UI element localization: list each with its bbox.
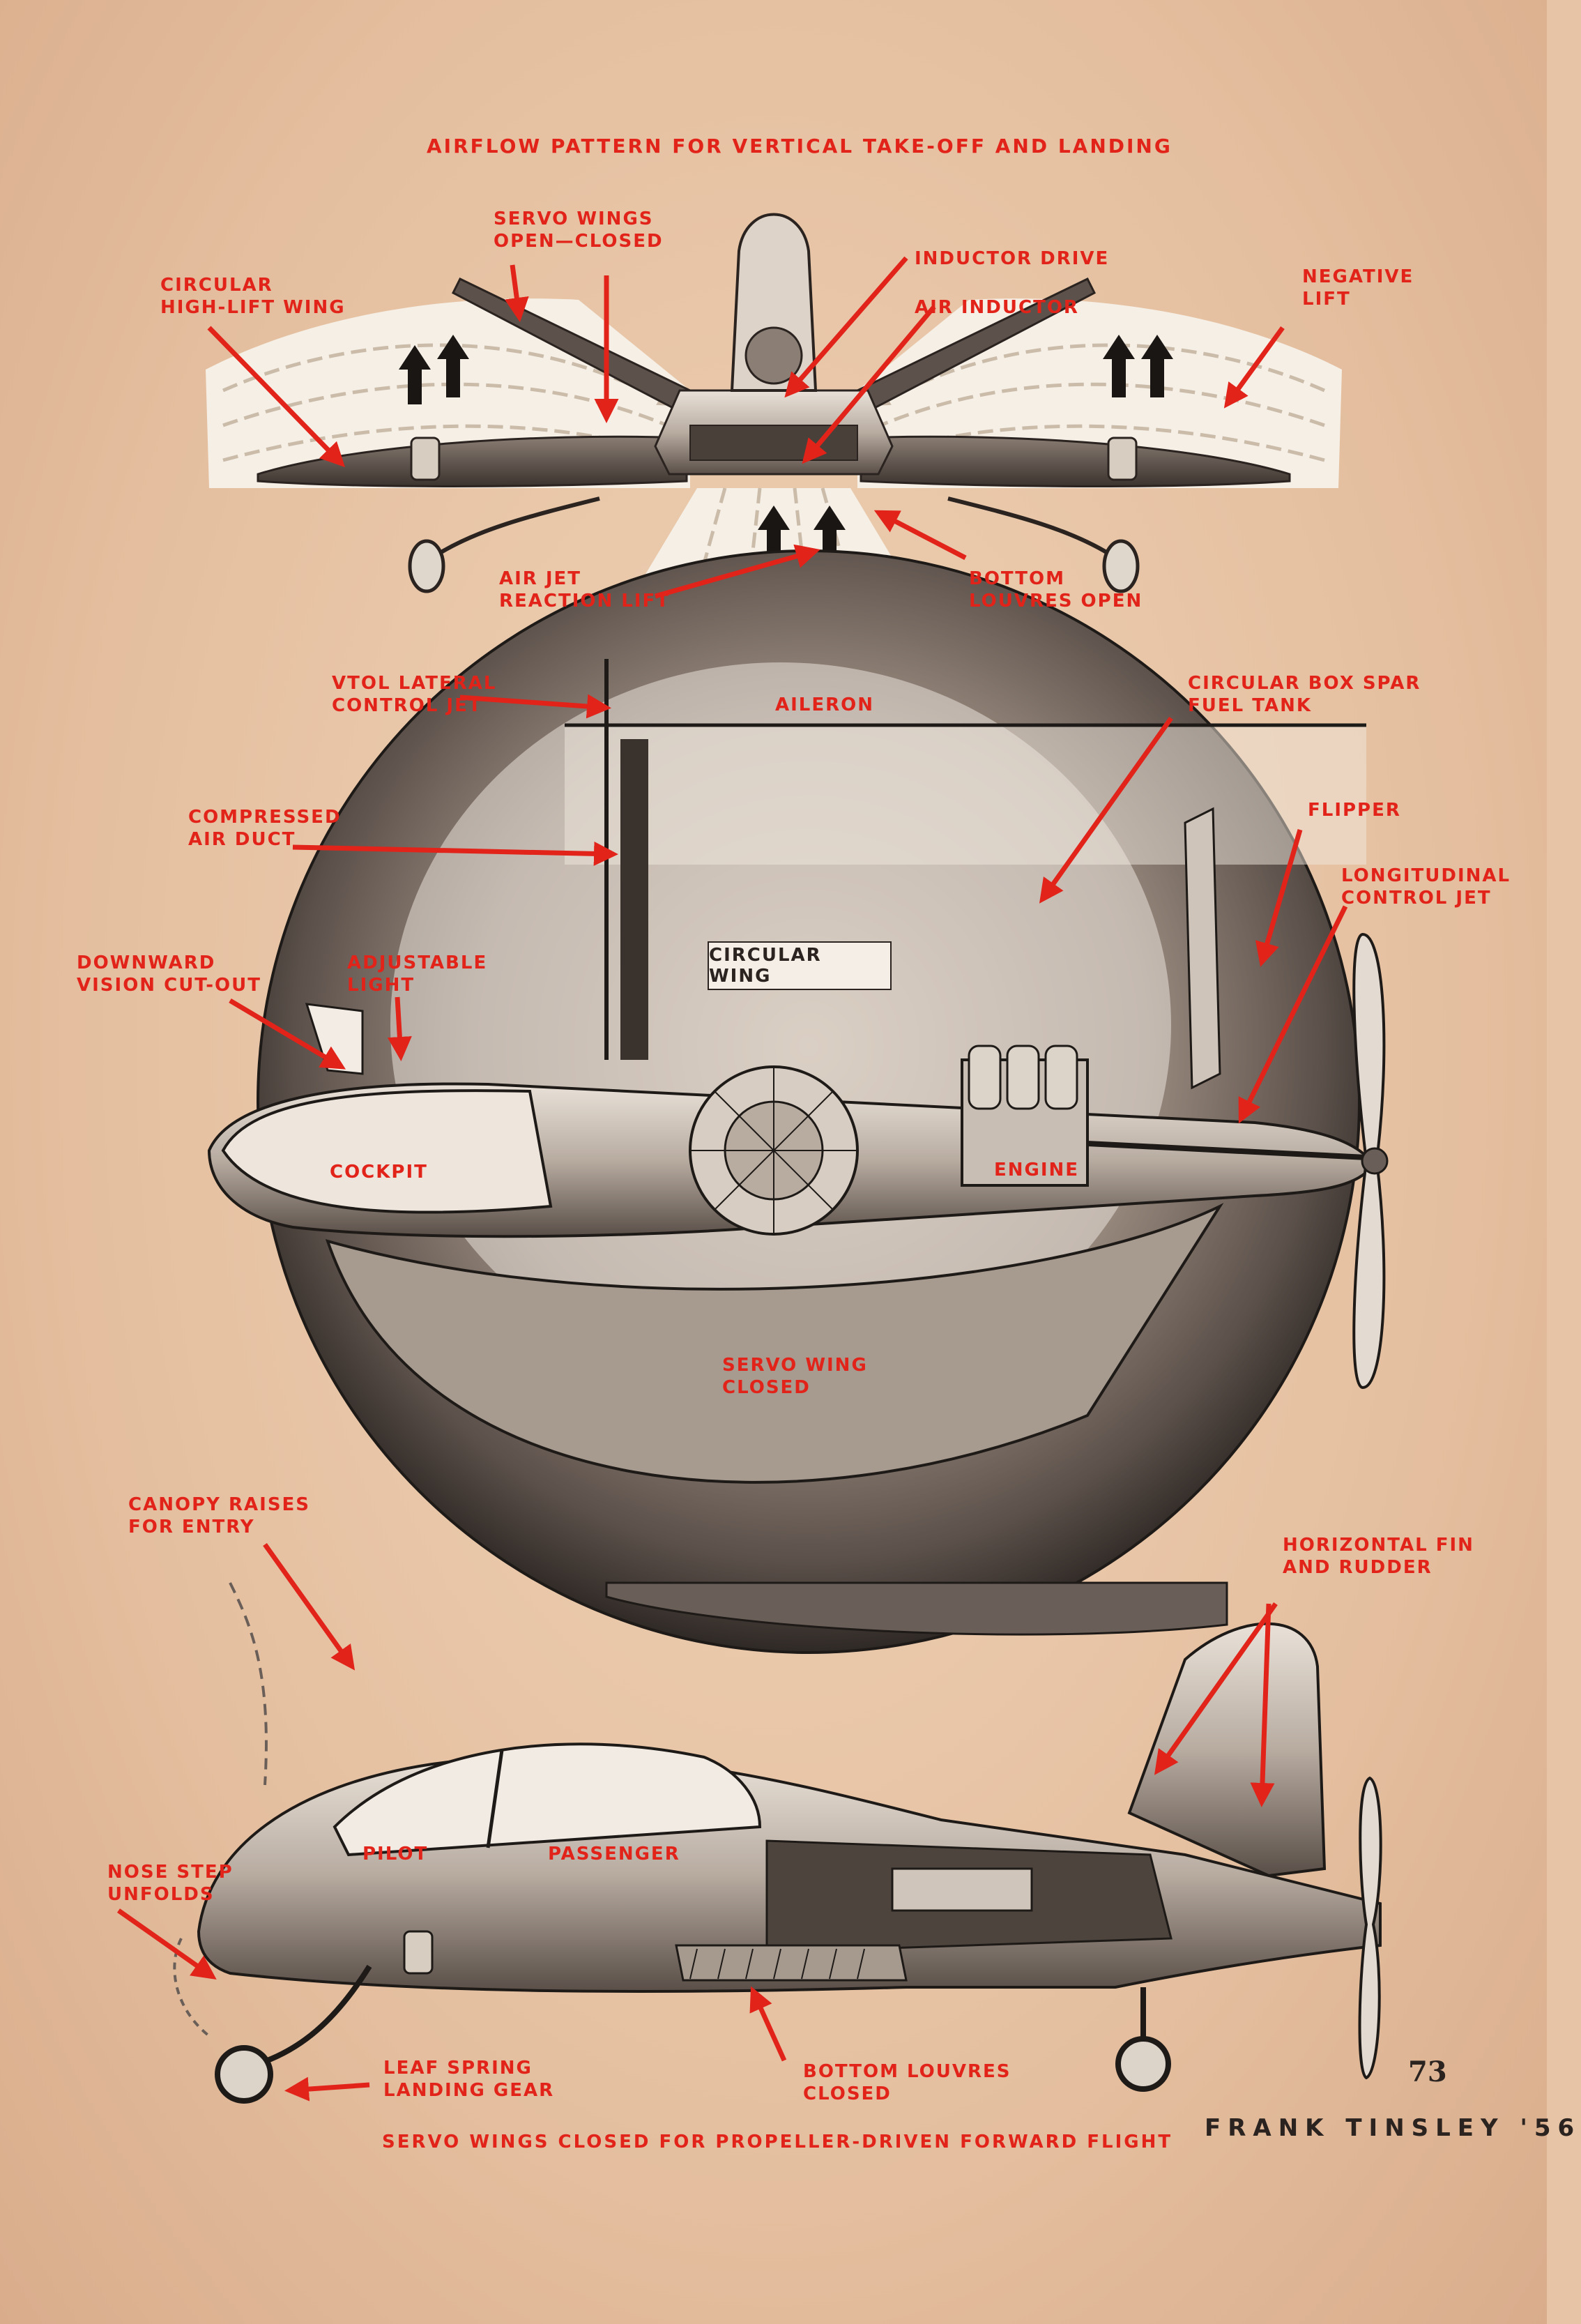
propeller-side <box>1358 1776 1382 2080</box>
label-flipper: FLIPPER <box>1308 800 1401 821</box>
label-servo-wings: SERVO WINGS OPEN—CLOSED <box>494 208 664 252</box>
cutaway-illustration <box>116 213 1389 2104</box>
label-leaf-spring-landing-gear: LEAF SPRING LANDING GEAR <box>383 2058 555 2101</box>
main-wheel <box>1115 2036 1171 2092</box>
aileron <box>565 725 1366 865</box>
wheel-left <box>408 539 445 593</box>
tail-fin <box>1127 1622 1327 1878</box>
label-air-jet-reaction-lift: AIR JET REACTION LIFT <box>499 568 671 612</box>
label-negative-lift: NEGATIVE LIFT <box>1302 266 1414 310</box>
leader-arrows <box>116 256 1348 2102</box>
label-nose-step-unfolds: NOSE STEP UNFOLDS <box>107 1862 234 1905</box>
label-adjustable-light: ADJUSTABLE LIGHT <box>347 952 488 996</box>
artist-signature: FRANK TINSLEY '56 <box>1205 2114 1581 2142</box>
plan-view <box>207 549 1389 1654</box>
label-cockpit: COCKPIT <box>330 1162 428 1183</box>
label-circular-high-lift-wing: CIRCULAR HIGH-LIFT WING <box>160 275 346 318</box>
cockpit-canopy-plan <box>221 1089 553 1214</box>
canopy-side <box>333 1742 762 1857</box>
label-bottom-louvres-closed: BOTTOM LOUVRES CLOSED <box>803 2061 1011 2104</box>
lift-arrows <box>399 335 1173 572</box>
circular-wing-box: CIRCULAR WING <box>708 941 892 990</box>
label-longitudinal-control-jet: LONGITUDINAL CONTROL JET <box>1341 865 1511 909</box>
servo-wing-closed <box>325 1203 1224 1484</box>
label-vtol-lateral-control-jet: VTOL LATERAL CONTROL JET <box>332 673 497 716</box>
label-passenger: PASSENGER <box>548 1844 680 1864</box>
flipper <box>1184 807 1221 1090</box>
label-downward-vision-cut-out: DOWNWARD VISION CUT-OUT <box>77 952 261 996</box>
footer-caption: SERVO WINGS CLOSED FOR PROPELLER-DRIVEN … <box>382 2132 1173 2152</box>
nose-wheel <box>215 2045 273 2104</box>
label-circular-box-spar-fuel-tank: CIRCULAR BOX SPAR FUEL TANK <box>1188 673 1421 716</box>
wheel-right <box>1102 539 1140 593</box>
label-air-inductor: AIR INDUCTOR <box>915 297 1079 318</box>
label-pilot: PILOT <box>362 1844 429 1864</box>
label-servo-wing-closed: SERVO WING CLOSED <box>722 1355 868 1398</box>
label-bottom-louvres-open: BOTTOM LOUVRES OPEN <box>969 568 1143 612</box>
label-canopy-raises: CANOPY RAISES FOR ENTRY <box>128 1494 311 1537</box>
circular-wing-left <box>257 435 688 487</box>
louvres-closed <box>675 1944 908 1982</box>
header-title: AIRFLOW PATTERN FOR VERTICAL TAKE-OFF AN… <box>427 135 1173 158</box>
page-number: 73 <box>1408 2056 1447 2088</box>
label-horizontal-fin-rudder: HORIZONTAL FIN AND RUDDER <box>1283 1535 1474 1578</box>
label-compressed-air-duct: COMPRESSED AIR DUCT <box>188 807 342 850</box>
side-view <box>173 1582 1382 2104</box>
label-aileron: AILERON <box>775 694 875 715</box>
label-engine: ENGINE <box>994 1160 1080 1180</box>
circular-wing-right <box>860 435 1291 487</box>
label-inductor-drive: INDUCTOR DRIVE <box>915 248 1110 269</box>
